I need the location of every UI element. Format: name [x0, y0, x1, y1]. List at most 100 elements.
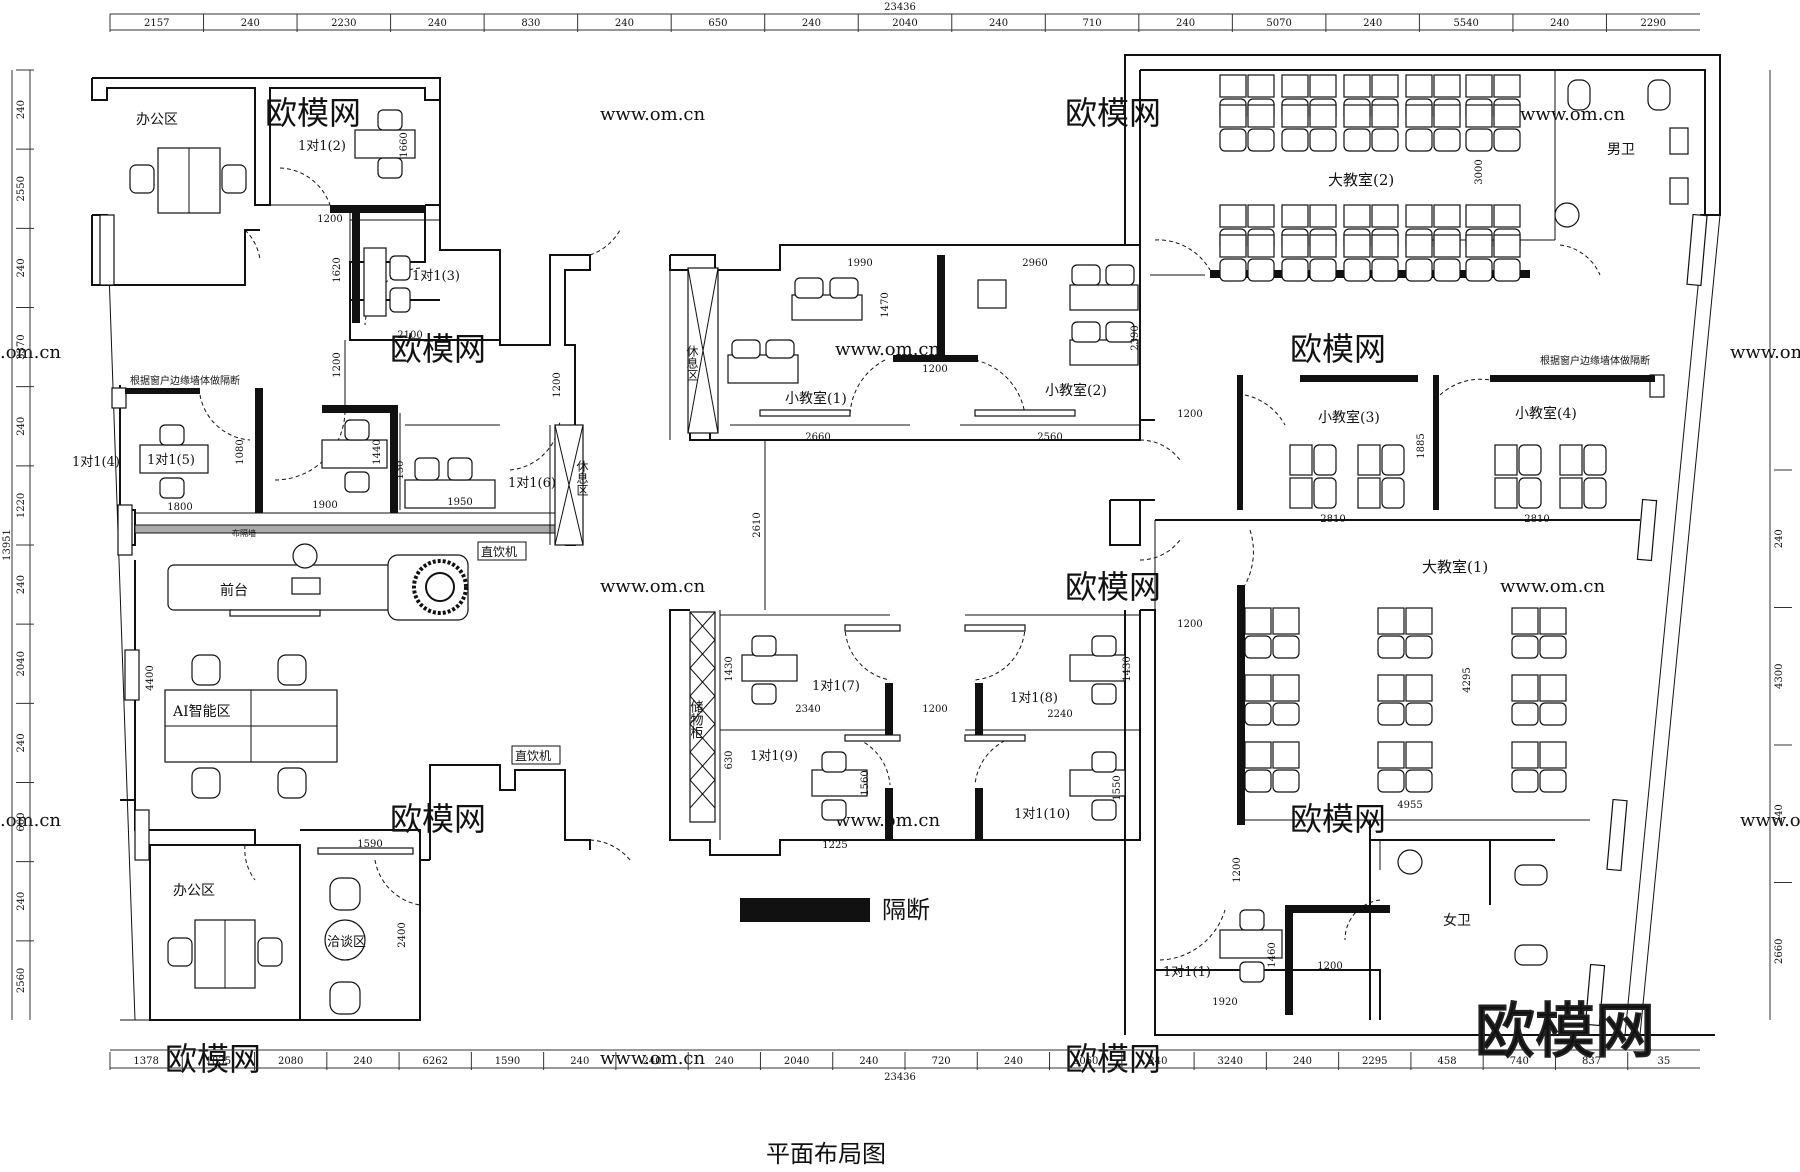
dim-value: 3240 — [1218, 1056, 1243, 1067]
dim-value: 740 — [1510, 1056, 1529, 1067]
dim-value: 2400 — [397, 922, 408, 947]
dim-value: 240 — [1176, 18, 1195, 29]
dim-value: 2230 — [331, 18, 356, 29]
dim-value: 1220 — [16, 493, 27, 518]
drawing-title: 平面布局图 — [766, 1140, 886, 1168]
dim-value: 240 — [859, 1056, 878, 1067]
watermark-text: 欧模网 — [265, 94, 361, 132]
watermark-text: 欧模网 — [1065, 94, 1161, 132]
dim-value: 2550 — [16, 176, 27, 201]
label-office-bottom: 办公区 — [173, 883, 215, 899]
watermark-text: 欧模网 — [1290, 800, 1386, 838]
watermark-text: 欧模网 — [165, 1040, 261, 1078]
dim-value: 2290 — [1641, 18, 1666, 29]
dim-value: 1590 — [495, 1056, 520, 1067]
storage-cabinet — [689, 611, 716, 823]
window-frame — [1686, 213, 1708, 287]
label-water-2: 直饮机 — [515, 749, 551, 763]
dim-value: 1200 — [922, 704, 947, 715]
window-frame — [1584, 963, 1606, 1027]
dim-value: 1200 — [332, 352, 343, 377]
dim-value: 830 — [521, 18, 540, 29]
label-one-to-one-8: 1对1(8) — [1010, 691, 1058, 706]
dim-value: 240 — [1774, 804, 1785, 823]
dim-value: 2295 — [1362, 1056, 1387, 1067]
dim-value: 720 — [932, 1056, 951, 1067]
window-frame — [99, 214, 115, 286]
dim-value: 1200 — [317, 214, 342, 225]
dim-value: 1990 — [847, 258, 872, 269]
window-frame — [1636, 498, 1658, 562]
dim-value: 4300 — [1774, 664, 1785, 689]
dim-value: 660 — [16, 813, 27, 832]
dim-value: 240 — [1774, 529, 1785, 548]
label-rest-area-2: 休息区 — [575, 460, 589, 496]
note-partition-wall: 布隔墙 — [232, 528, 256, 538]
dim-value: 2960 — [1022, 258, 1047, 269]
dim-value: 240 — [241, 18, 260, 29]
dim-value: 1200 — [1232, 857, 1243, 882]
dim-value: 2660 — [1774, 939, 1785, 964]
dim-value: 2040 — [892, 18, 917, 29]
dim-value: 240 — [1550, 18, 1569, 29]
label-women-wc: 女卫 — [1443, 912, 1471, 929]
interior-lines — [134, 70, 1601, 961]
dim-value: 240 — [16, 417, 27, 436]
dim-value: 1800 — [167, 502, 192, 513]
dim-bottom-total: 23436 — [884, 1072, 916, 1083]
dim-value: 650 — [708, 18, 727, 29]
dim-value: 2610 — [752, 512, 763, 537]
watermark-text: 欧模网 — [390, 800, 486, 838]
dim-value: 1550 — [1112, 775, 1123, 800]
dim-value: 240 — [615, 18, 634, 29]
watermark-url: www.om.cn — [600, 576, 706, 597]
dim-value: 240 — [16, 575, 27, 594]
dim-value: 4295 — [1462, 667, 1473, 692]
dim-value: 1200 — [1177, 619, 1202, 630]
dim-value: 240 — [353, 1056, 372, 1067]
dim-value: 240 — [16, 258, 27, 277]
label-one-to-one-1: 1对1(1) — [1163, 965, 1211, 980]
label-big-class-2: 大教室(2) — [1328, 171, 1394, 189]
dim-value: 1560 — [860, 770, 871, 795]
dim-value: 2340 — [795, 704, 820, 715]
label-water-1: 直饮机 — [481, 545, 517, 559]
dim-value: 2560 — [16, 968, 27, 993]
dim-value: 2560 — [1037, 432, 1062, 443]
dim-value: 2810 — [1524, 514, 1549, 525]
dim-value: 2157 — [144, 18, 169, 29]
walls — [91, 54, 1721, 1036]
dim-left-total: 13951 — [2, 529, 13, 561]
watermark-url: www.om.cn — [1520, 104, 1626, 125]
dim-value: 1430 — [724, 656, 735, 681]
dim-value: 4400 — [145, 665, 156, 690]
dim-value: 5540 — [1453, 18, 1478, 29]
dim-value: 6262 — [423, 1056, 448, 1067]
dim-value: 35 — [1657, 1056, 1670, 1067]
watermark-text: 欧模网 — [1065, 1040, 1161, 1078]
dim-value: 710 — [1083, 18, 1102, 29]
label-one-to-one-10: 1对1(10) — [1014, 807, 1070, 822]
label-small-class-3: 小教室(3) — [1318, 409, 1380, 426]
label-one-to-one-9: 1对1(9) — [750, 749, 798, 764]
dim-value: 240 — [428, 18, 447, 29]
dim-value: 2810 — [1320, 514, 1345, 525]
dim-value: 1200 — [922, 364, 947, 375]
dim-value: 1900 — [312, 500, 337, 511]
dim-value: 1080 — [235, 439, 246, 464]
label-one-to-one-3: 1对1(3) — [412, 269, 460, 284]
dim-value: 240 — [1148, 1056, 1167, 1067]
dim-value: 240 — [1363, 18, 1382, 29]
dim-value: 4955 — [1397, 800, 1422, 811]
dim-value: 240 — [16, 733, 27, 752]
dim-value: 1590 — [357, 839, 382, 850]
dim-value: 1440 — [372, 439, 383, 464]
dim-value: 2040 — [16, 651, 27, 676]
dim-top-total: 23436 — [884, 2, 916, 13]
dim-value: 2080 — [278, 1056, 303, 1067]
dim-value: 240 — [570, 1056, 589, 1067]
dim-value: 240 — [642, 1056, 661, 1067]
label-one-to-one-4: 1对1(4) — [72, 455, 120, 470]
dim-value: 2040 — [784, 1056, 809, 1067]
